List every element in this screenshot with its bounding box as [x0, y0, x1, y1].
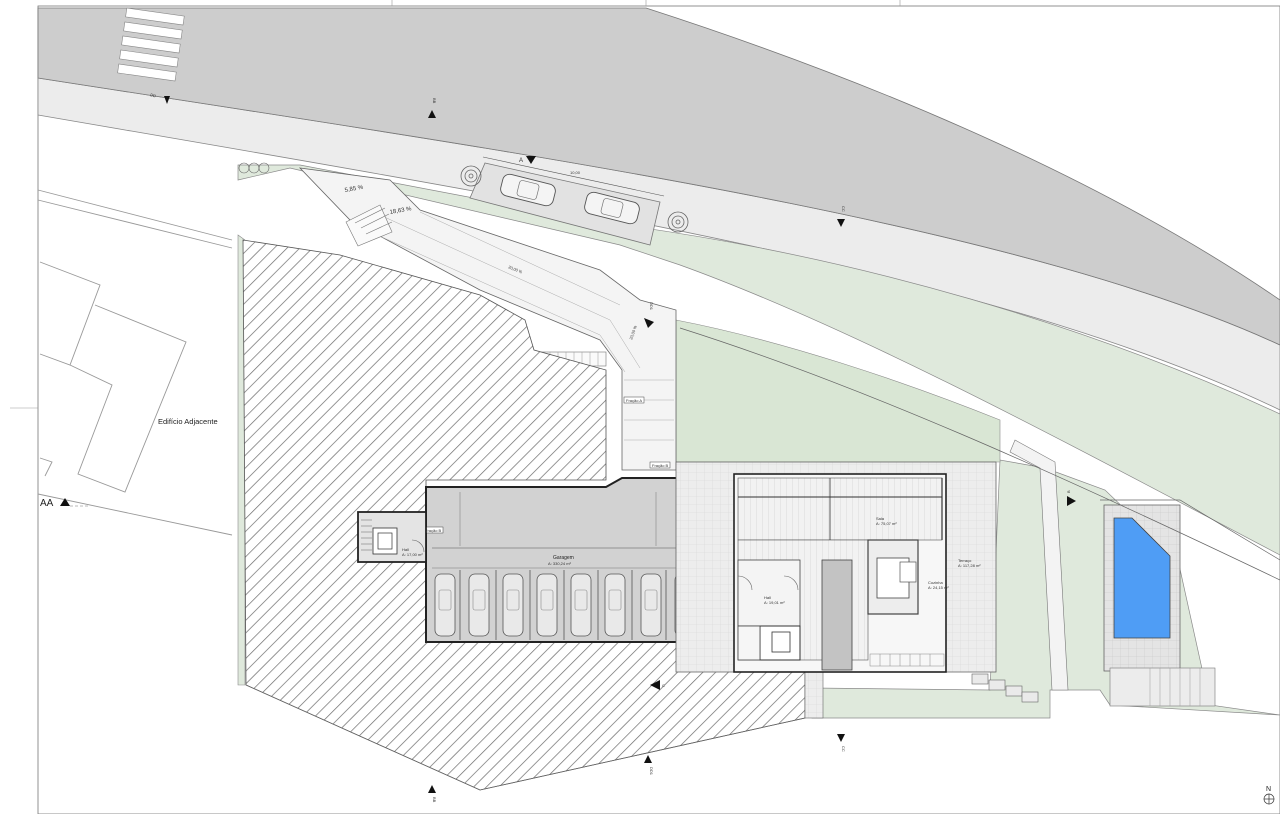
adjacent-building-label: Edifício Adjacente [158, 417, 218, 426]
triangle-marker-icon [428, 785, 436, 793]
kitchen-hob [899, 561, 917, 583]
living-deck [737, 477, 943, 541]
slope-label: 18,63 % [389, 206, 412, 216]
slope-label: 20,00 % [628, 324, 638, 340]
hall-small-area: A: 17,00 m² [402, 552, 423, 557]
site-boundary [245, 327, 1280, 791]
house-wc [737, 625, 761, 661]
section-cc-bottom-label: CC [841, 746, 846, 752]
section-marker-bb-bottom: BB [428, 785, 437, 803]
section-marker-b: B [1066, 490, 1076, 506]
adjacent-parcel [37, 189, 233, 536]
triangle-marker-icon [428, 110, 436, 118]
terrace-label: Terraço [958, 558, 972, 563]
car-icon [434, 573, 696, 637]
triangle-marker-icon [837, 734, 845, 742]
door-swing [737, 575, 753, 591]
living-label: Sala [876, 516, 885, 521]
section-c-label: C [662, 683, 665, 688]
car-icon [500, 173, 556, 207]
section-marker-dd1-top: DD1 [644, 302, 654, 328]
section-marker-bb-top: BB [428, 98, 437, 118]
tree-icon [238, 162, 270, 174]
section-dd1-top-label: DD1 [649, 302, 654, 311]
section-bb-bottom-label: BB [432, 797, 437, 803]
planter-bench [821, 559, 853, 671]
tree-icon [667, 211, 689, 233]
section-marker-aa: AA [40, 498, 90, 509]
garage-area: A: 330,24 m² [548, 561, 572, 566]
triangle-marker-icon [526, 156, 536, 164]
crosswalk [117, 7, 185, 82]
ramp-lines [354, 211, 674, 441]
section-marker-cc-top: CC [837, 206, 846, 227]
hall-small-label: Hall [402, 547, 409, 552]
parking-dimension: 10,00 [570, 170, 581, 175]
section-bb-top-label: BB [432, 98, 437, 104]
lawn-central [675, 319, 1001, 463]
door-swing [411, 539, 425, 553]
section-b-label: B [1066, 490, 1071, 493]
stair-well-inner [377, 532, 393, 550]
section-marker-dd1-bottom: DD1 [644, 755, 654, 776]
dimension-line [482, 156, 665, 197]
triangle-marker-icon [1067, 496, 1076, 506]
garage-stalls [459, 570, 667, 640]
fracao-tag: Fração A [623, 396, 645, 404]
triangle-marker-icon [164, 96, 170, 104]
section-a-label: A [519, 158, 523, 164]
triangle-marker-icon [837, 219, 845, 227]
garage-label: Garagem [553, 555, 574, 561]
fracao-label: Fração B [652, 463, 669, 468]
house-hall [737, 559, 801, 627]
fracao-tag: Fração B [649, 461, 671, 469]
stair-treads [361, 519, 372, 551]
slope-label: 5,85 % [344, 185, 364, 194]
fracao-label: Fração B [425, 528, 442, 533]
fracao-label: Fração A [626, 398, 642, 403]
north-label: N [1266, 786, 1271, 793]
lawn-side [237, 234, 246, 686]
slope-label: 20,00 % [508, 264, 524, 274]
section-marker-a: A [519, 156, 536, 164]
section-marker-c: C [650, 680, 665, 690]
triangle-marker-icon [60, 498, 70, 506]
sheet-frame [37, 5, 1280, 814]
section-cc-top-label: CC [841, 206, 846, 212]
triangle-marker-icon [650, 680, 660, 690]
triangle-marker-icon [644, 318, 654, 328]
kitchen-area: A: 24,15 m² [928, 585, 949, 590]
road [37, 7, 1280, 346]
section-marker-cc-bottom: CC [837, 734, 846, 752]
door-swing [783, 575, 799, 591]
garden-steps [971, 673, 1039, 703]
swimming-pool [1113, 517, 1171, 639]
house-stair-well [771, 631, 791, 653]
pool-steps [1109, 667, 1216, 707]
north-arrow-icon: N [1263, 786, 1275, 805]
section-aa-label: AA [40, 498, 54, 509]
pool-garden-path [1009, 439, 1069, 691]
living-area: A: 75,07 m² [876, 521, 897, 526]
section-dd1-bottom-label: DD1 [649, 767, 654, 776]
kitchen-label: Cozinha [928, 580, 943, 585]
hall-label: Hall [764, 595, 771, 600]
terrace-area: A: 117,28 m² [958, 563, 981, 568]
car-icon [584, 191, 640, 225]
triangle-marker-icon [644, 755, 652, 763]
hall-area: A: 19,01 m² [764, 600, 785, 605]
section-dd-top-label: DD [150, 92, 157, 98]
section-marker-dd-top: DD [150, 92, 170, 104]
house-stair [759, 625, 801, 661]
tree-icon [460, 165, 482, 187]
pool-steps-ticks [1149, 668, 1201, 706]
terrace-steps [869, 653, 945, 667]
stair-well [372, 527, 398, 555]
